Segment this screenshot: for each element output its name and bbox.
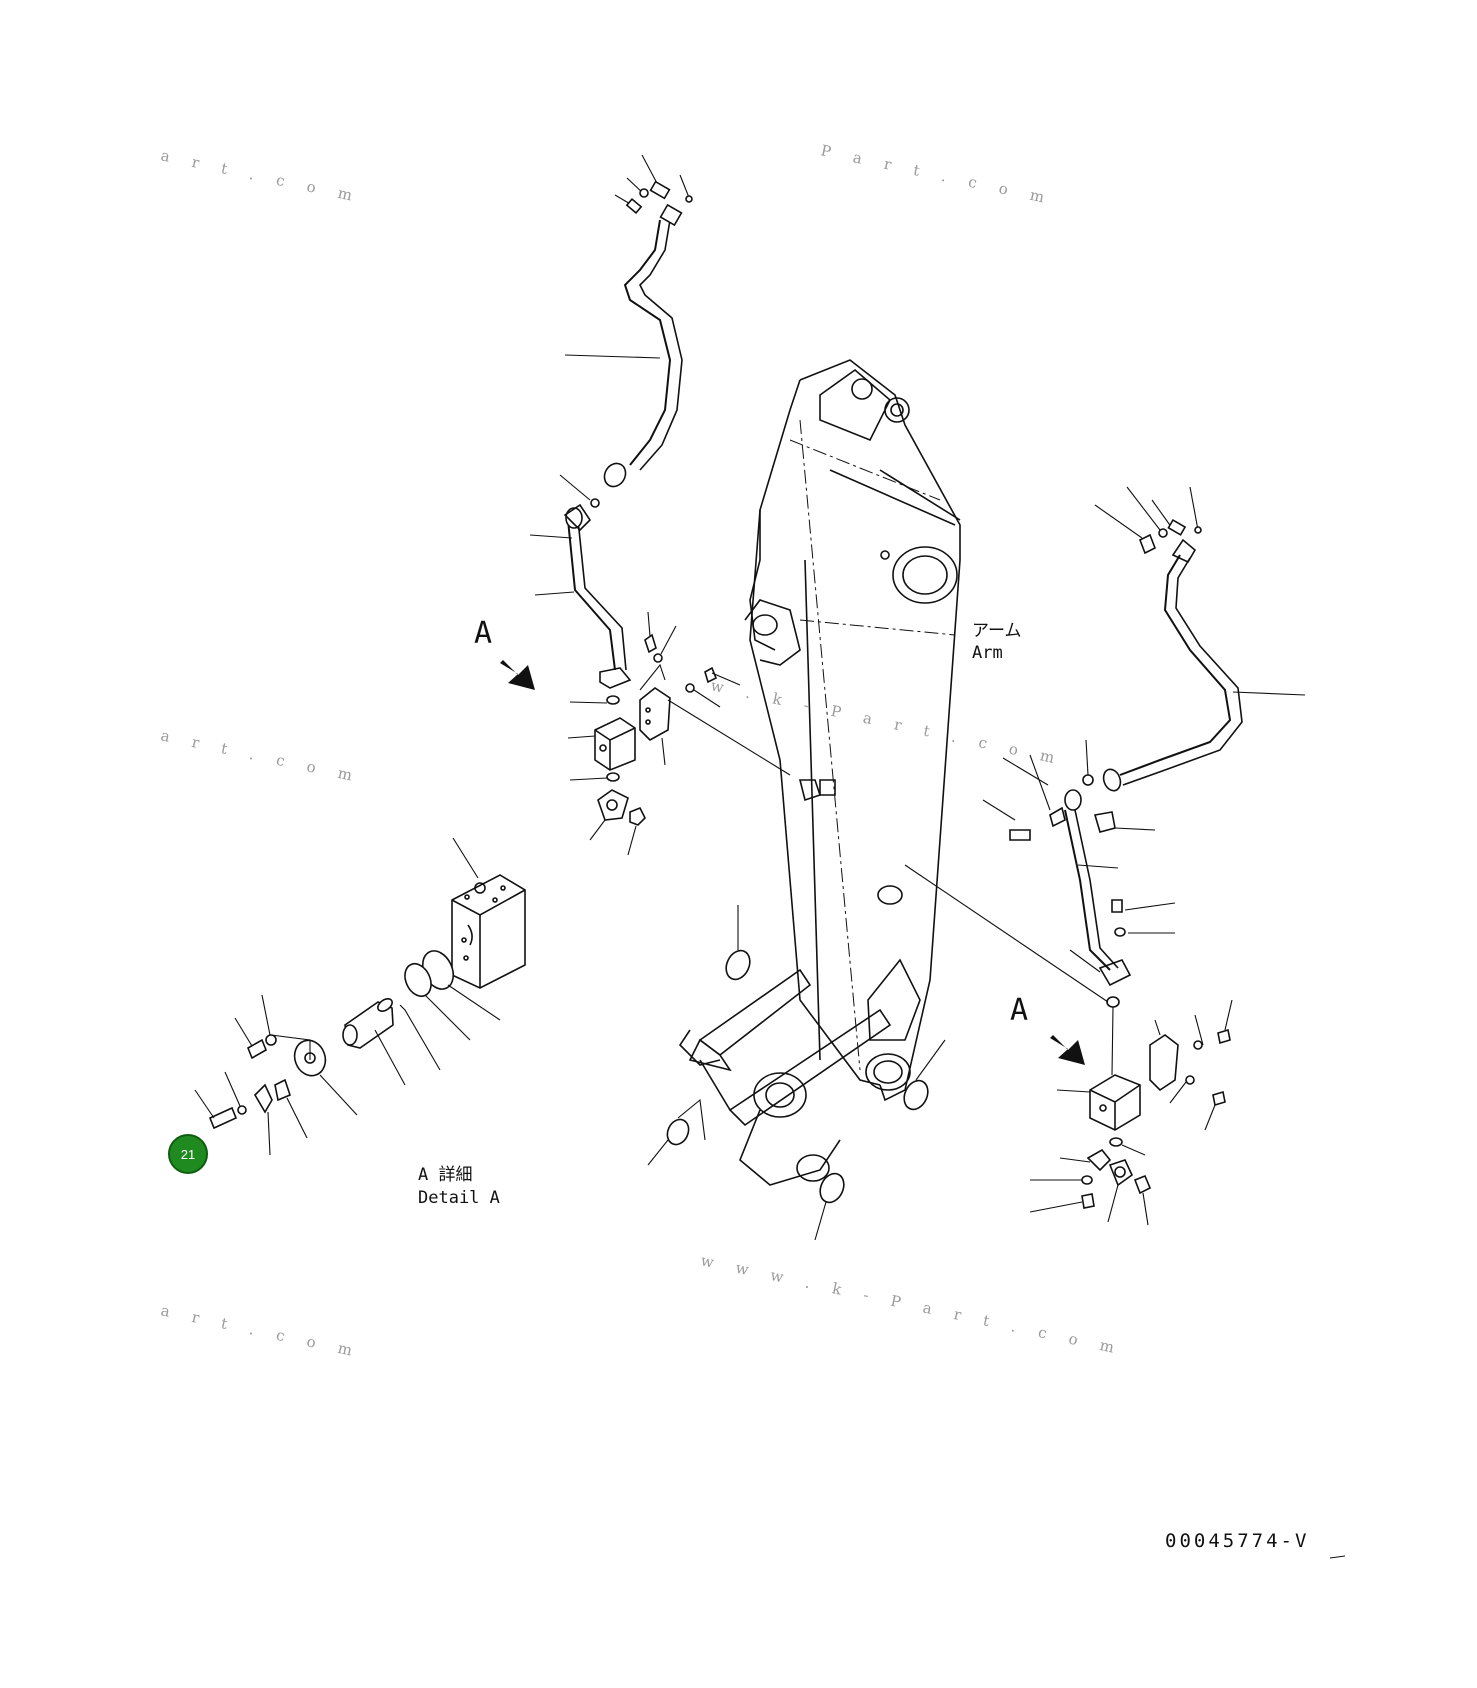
drawing-number: 00045774-V [1165,1530,1309,1552]
right-hose-assembly [904,486,1306,1226]
view-marker-left: A [474,616,492,651]
watermark-text: a r t . c o m [159,1301,362,1361]
watermark-text: a r t . c o m [159,146,362,206]
part-callout-badge[interactable]: 21 [168,1134,208,1174]
watermarks: a r t . c o m P a r t . c o m a r t . c … [159,141,1124,1361]
detail-label-en: Detail A [418,1188,500,1208]
arm-label-jp: アーム [972,621,1021,641]
view-arrows: A A [474,616,1085,1065]
left-hose-assembly [529,154,791,856]
view-marker-right: A [1010,993,1028,1028]
watermark-text: w w w . k - P a r t . c o m [699,1251,1124,1358]
o-rings-linkage [647,905,946,1241]
arm-label-en: Arm [972,643,1003,663]
part-callout-number: 21 [180,1146,196,1162]
bucket-linkage [678,968,892,1186]
watermark-text: P a r t . c o m [819,141,1055,208]
watermark-text: a r t . c o m [159,726,362,786]
arm-structure [744,359,961,1102]
detail-label-jp: A 詳細 [418,1165,472,1185]
detail-a-exploded [194,837,526,1156]
